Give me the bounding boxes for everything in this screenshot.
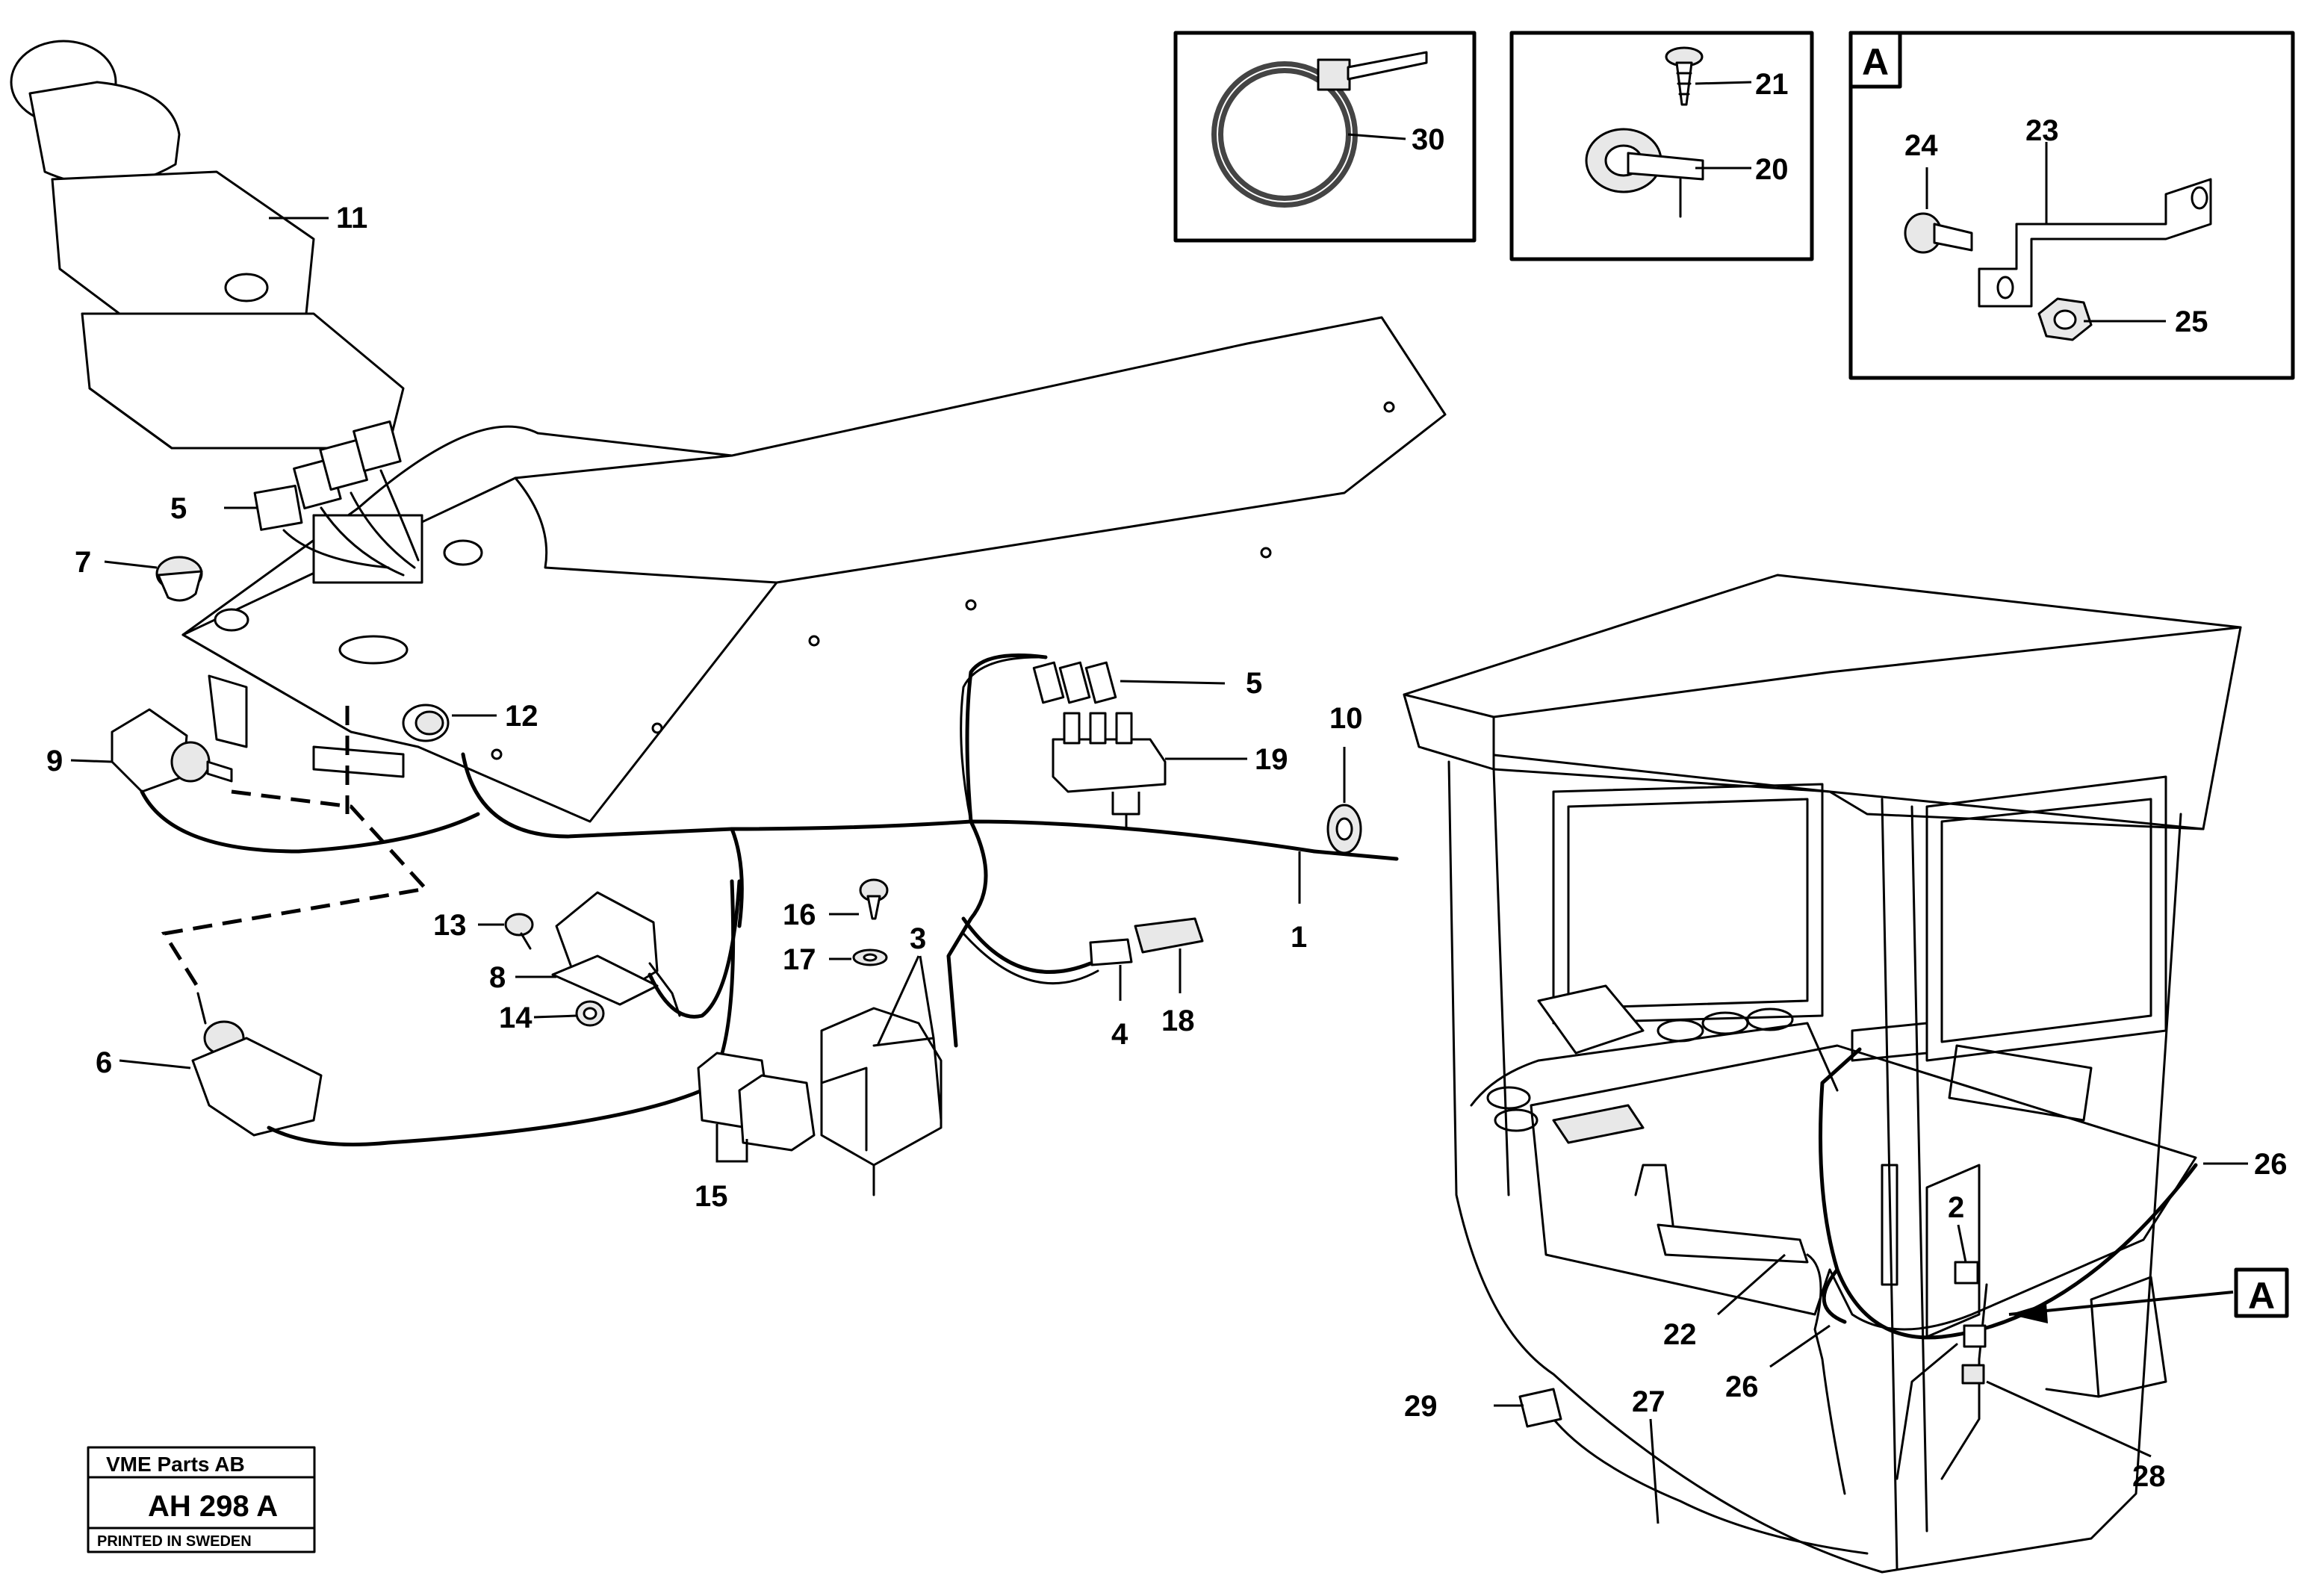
callout-24: 24 (1904, 129, 1938, 162)
callout-16: 16 (783, 898, 816, 931)
nut-14-part (575, 1000, 605, 1027)
switch-8-part (551, 879, 742, 1019)
publisher-stamp: VME Parts AB AH 298 A PRINTED IN SWEDEN (87, 1446, 316, 1553)
callout-20: 20 (1755, 153, 1789, 186)
callout-14: 14 (499, 1002, 533, 1034)
callout-26-right: 26 (2254, 1148, 2288, 1181)
stamp-printed: PRINTED IN SWEDEN (97, 1533, 252, 1550)
callout-17: 17 (783, 943, 816, 976)
callout-12: 12 (505, 700, 538, 733)
bolt-part (1904, 212, 1973, 254)
cap-18-part (1134, 917, 1204, 993)
connector-5-part (1032, 661, 1117, 704)
callout-27: 27 (1632, 1385, 1665, 1418)
callout-23: 23 (2025, 114, 2059, 147)
wiring-harness (461, 653, 1399, 1048)
switch-6-part (191, 879, 736, 1146)
bushing-part (402, 704, 450, 742)
nut-part (2037, 297, 2093, 341)
switch-19-part (1052, 712, 1167, 830)
joystick-part (10, 40, 405, 450)
callout-25: 25 (2175, 305, 2208, 338)
callout-10: 10 (1329, 702, 1363, 735)
callout-9: 9 (46, 745, 63, 777)
callout-2: 2 (1948, 1191, 1964, 1224)
screw-part (1665, 46, 1704, 106)
inset-cable-tie: 30 (1173, 31, 1477, 243)
knob-part (155, 556, 203, 602)
screw-13-part (504, 913, 534, 950)
callout-29: 29 (1404, 1390, 1438, 1423)
stamp-company: VME Parts AB (106, 1453, 245, 1476)
cable-tie-part (1211, 51, 1428, 208)
grommet-part (1585, 128, 1704, 218)
callout-8: 8 (489, 961, 506, 994)
callout-19: 19 (1255, 743, 1288, 776)
relay-holder-part (820, 1007, 943, 1196)
screw-16-part (859, 878, 889, 920)
callout-30: 30 (1412, 123, 1445, 156)
callout-28: 28 (2132, 1460, 2166, 1493)
reference-marker: A (2248, 1275, 2275, 1317)
cab-wiring (1537, 1047, 2198, 1555)
inset-detail-a: A 24 23 25 (1848, 31, 2295, 380)
callout-26-lower: 26 (1725, 1370, 1759, 1403)
callout-5-right: 5 (1246, 667, 1262, 700)
inset-screw-grommet: 21 20 (1509, 31, 1814, 261)
callout-21: 21 (1755, 68, 1789, 101)
callout-5-top: 5 (170, 492, 187, 525)
callout-6: 6 (96, 1046, 112, 1079)
joystick-connectors (253, 420, 420, 577)
bracket-part (1978, 178, 2212, 308)
callout-7: 7 (75, 546, 91, 579)
callout-13: 13 (433, 909, 467, 942)
washer-17-part (852, 948, 888, 966)
callout-18: 18 (1161, 1005, 1195, 1037)
callout-11: 11 (336, 202, 367, 235)
stamp-code: AH 298 A (148, 1490, 278, 1523)
cab-connectors (1518, 1261, 1987, 1428)
callout-4: 4 (1111, 1018, 1128, 1051)
console-panel (181, 316, 1447, 823)
cab-part (1403, 574, 2242, 1574)
callout-22: 22 (1663, 1318, 1697, 1351)
switch-9-part (111, 708, 480, 854)
connector-4-part (1089, 938, 1133, 1001)
reference-arrow: A (2008, 1267, 2289, 1323)
callout-1: 1 (1291, 921, 1307, 954)
callout-15: 15 (695, 1180, 728, 1213)
dashed-reference-line (161, 706, 429, 995)
grommet-10-part (1326, 804, 1362, 854)
callout-3: 3 (910, 922, 926, 955)
relay-15-part (697, 1052, 816, 1152)
detail-box-label: A (1862, 41, 1889, 83)
